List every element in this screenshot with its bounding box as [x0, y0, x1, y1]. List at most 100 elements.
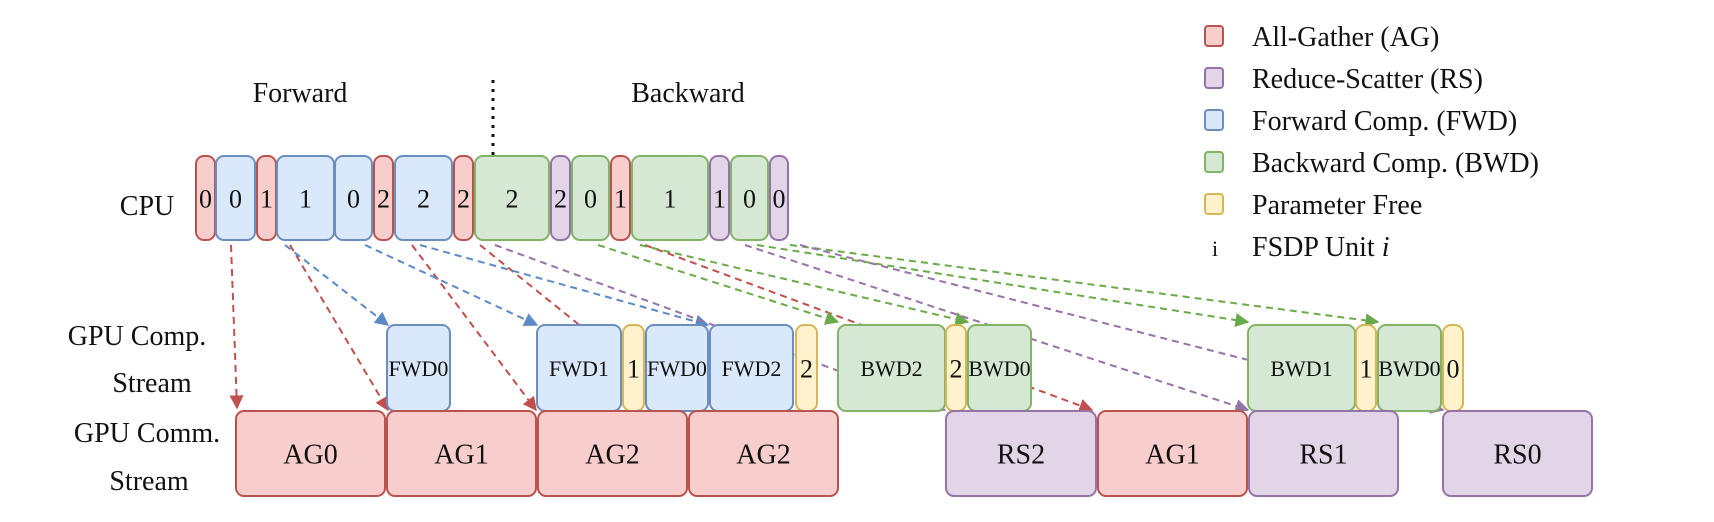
blue-dependency-arrow — [364, 244, 539, 327]
cpu-block-rs-box — [769, 155, 789, 241]
comm-block-ag-box — [235, 410, 386, 497]
legend-label: Backward Comp. (BWD) — [1252, 148, 1539, 179]
cpu-block-bwd-label: 1 — [664, 184, 677, 213]
comm-block-ag: AG2 — [537, 410, 688, 497]
cpu-block-ag-box — [373, 155, 394, 241]
cpu-block-bwd-box — [631, 155, 709, 241]
cpu-block-bwd-label: 0 — [743, 184, 756, 213]
cpu-block-bwd-label: 0 — [584, 184, 597, 213]
backward-section-label: Backward — [631, 78, 745, 109]
comp-block-bwd: BWD1 — [1247, 324, 1356, 412]
cpu-block-fwd: 1 — [276, 155, 335, 241]
legend-unit-symbol: i — [1212, 236, 1218, 261]
gpu-comm-row-label-line1: GPU Comm. — [74, 418, 220, 449]
cpu-block-ag: 1 — [610, 155, 631, 241]
legend-item-bwd: Backward Comp. (BWD) — [1204, 148, 1539, 179]
gpu-comp-row-label-line2: Stream — [112, 368, 192, 399]
cpu-block-ag-box — [453, 155, 474, 241]
cpu-block-fwd-label: 1 — [299, 184, 312, 213]
comp-block-free: 2 — [795, 324, 818, 412]
comm-block-ag-box — [386, 410, 537, 497]
legend-swatch-ag — [1204, 25, 1224, 47]
comm-block-ag-label: AG2 — [736, 440, 790, 471]
gpu-comm-stream: AG0 AG1 AG2 AG2 RS2 AG1 RS1 RS0 — [235, 410, 1593, 497]
cpu-block-rs-label: 2 — [554, 184, 567, 213]
cpu-block-bwd-box — [730, 155, 769, 241]
comp-block-free-label: 2 — [800, 354, 813, 383]
comp-block-fwd-label: FWD0 — [389, 356, 449, 381]
legend-label: FSDP Unit i — [1252, 232, 1389, 263]
comm-block-rs-box — [1442, 410, 1593, 497]
comp-block-bwd: BWD2 — [837, 324, 946, 412]
comp-block-free: 1 — [1355, 324, 1377, 412]
comm-block-ag: AG0 — [235, 410, 386, 497]
comm-block-rs-label: RS2 — [997, 440, 1045, 471]
green-dependency-arrow — [639, 244, 970, 326]
cpu-block-rs: 1 — [709, 155, 730, 241]
legend-item-fwd: Forward Comp. (FWD) — [1204, 106, 1517, 137]
comm-block-ag: AG1 — [1097, 410, 1248, 497]
cpu-block-fwd: 0 — [215, 155, 256, 241]
cpu-block-ag: 2 — [373, 155, 394, 241]
forward-section-label: Forward — [253, 78, 348, 109]
cpu-block-ag: 1 — [256, 155, 277, 241]
cpu-block-fwd-box — [215, 155, 256, 241]
cpu-block-ag-label: 1 — [614, 184, 627, 213]
green-dependency-arrow — [756, 244, 1250, 327]
cpu-block-fwd-box — [334, 155, 373, 241]
comm-block-rs: RS1 — [1248, 410, 1399, 497]
cpu-block-bwd: 1 — [631, 155, 709, 241]
comp-block-bwd-box — [1377, 324, 1442, 412]
comp-block-free: 0 — [1442, 324, 1464, 412]
comp-block-bwd-label: BWD2 — [860, 356, 922, 381]
comp-block-bwd-label: BWD0 — [1378, 356, 1440, 381]
cpu-row-label: CPU — [120, 191, 174, 222]
comm-block-ag-box — [1097, 410, 1248, 497]
legend-item-ag: All-Gather (AG) — [1204, 22, 1439, 53]
cpu-block-bwd-label: 2 — [506, 184, 519, 213]
comm-block-rs-box — [945, 410, 1097, 497]
cpu-block-rs-label: 1 — [713, 184, 726, 213]
cpu-block-bwd: 2 — [474, 155, 550, 241]
comp-block-fwd: FWD0 — [645, 324, 709, 412]
cpu-block-rs-label: 0 — [773, 184, 786, 213]
comp-block-free-label: 1 — [1360, 354, 1373, 383]
comm-block-rs-label: RS1 — [1299, 440, 1347, 471]
cpu-block-rs: 0 — [769, 155, 789, 241]
comp-block-fwd: FWD0 — [386, 324, 451, 412]
comp-block-free-label: 1 — [627, 354, 640, 383]
legend-swatch-free — [1204, 193, 1224, 215]
cpu-block-bwd-box — [474, 155, 550, 241]
cpu-block-rs-box — [550, 155, 571, 241]
comp-block-fwd-label: FWD1 — [549, 356, 609, 381]
legend-item-rs: Reduce-Scatter (RS) — [1204, 64, 1483, 95]
comp-block-fwd-label: FWD0 — [647, 356, 707, 381]
comm-block-ag: AG1 — [386, 410, 537, 497]
cpu-block-fwd: 2 — [394, 155, 453, 241]
comp-block-bwd: BWD0 — [967, 324, 1032, 412]
comm-block-ag-label: AG1 — [434, 440, 488, 471]
comm-block-ag: AG2 — [688, 410, 839, 497]
blue-dependency-arrow — [284, 244, 390, 326]
comp-block-bwd-label: BWD1 — [1270, 356, 1332, 381]
legend-label: Parameter Free — [1252, 190, 1422, 221]
comm-block-rs: RS0 — [1442, 410, 1593, 497]
legend-label: Forward Comp. (FWD) — [1252, 106, 1517, 137]
cpu-block-bwd-box — [571, 155, 610, 241]
legend-item-unit: i FSDP Unit i — [1212, 232, 1390, 263]
comp-block-free-label: 0 — [1447, 354, 1460, 383]
legend-label: Reduce-Scatter (RS) — [1252, 64, 1483, 95]
cpu-block-ag-box — [610, 155, 631, 241]
gpu-comm-row-label-line2: Stream — [109, 466, 189, 497]
comm-block-ag-box — [537, 410, 688, 497]
cpu-block-rs-box — [709, 155, 730, 241]
cpu-block-fwd-box — [394, 155, 453, 241]
cpu-block-ag-label: 2 — [457, 184, 470, 213]
comm-block-rs-label: RS0 — [1493, 440, 1541, 471]
comp-block-fwd: FWD1 — [536, 324, 622, 412]
comp-block-fwd: FWD2 — [709, 324, 794, 412]
cpu-block-bwd: 0 — [571, 155, 610, 241]
cpu-block-fwd-label: 0 — [229, 184, 242, 213]
